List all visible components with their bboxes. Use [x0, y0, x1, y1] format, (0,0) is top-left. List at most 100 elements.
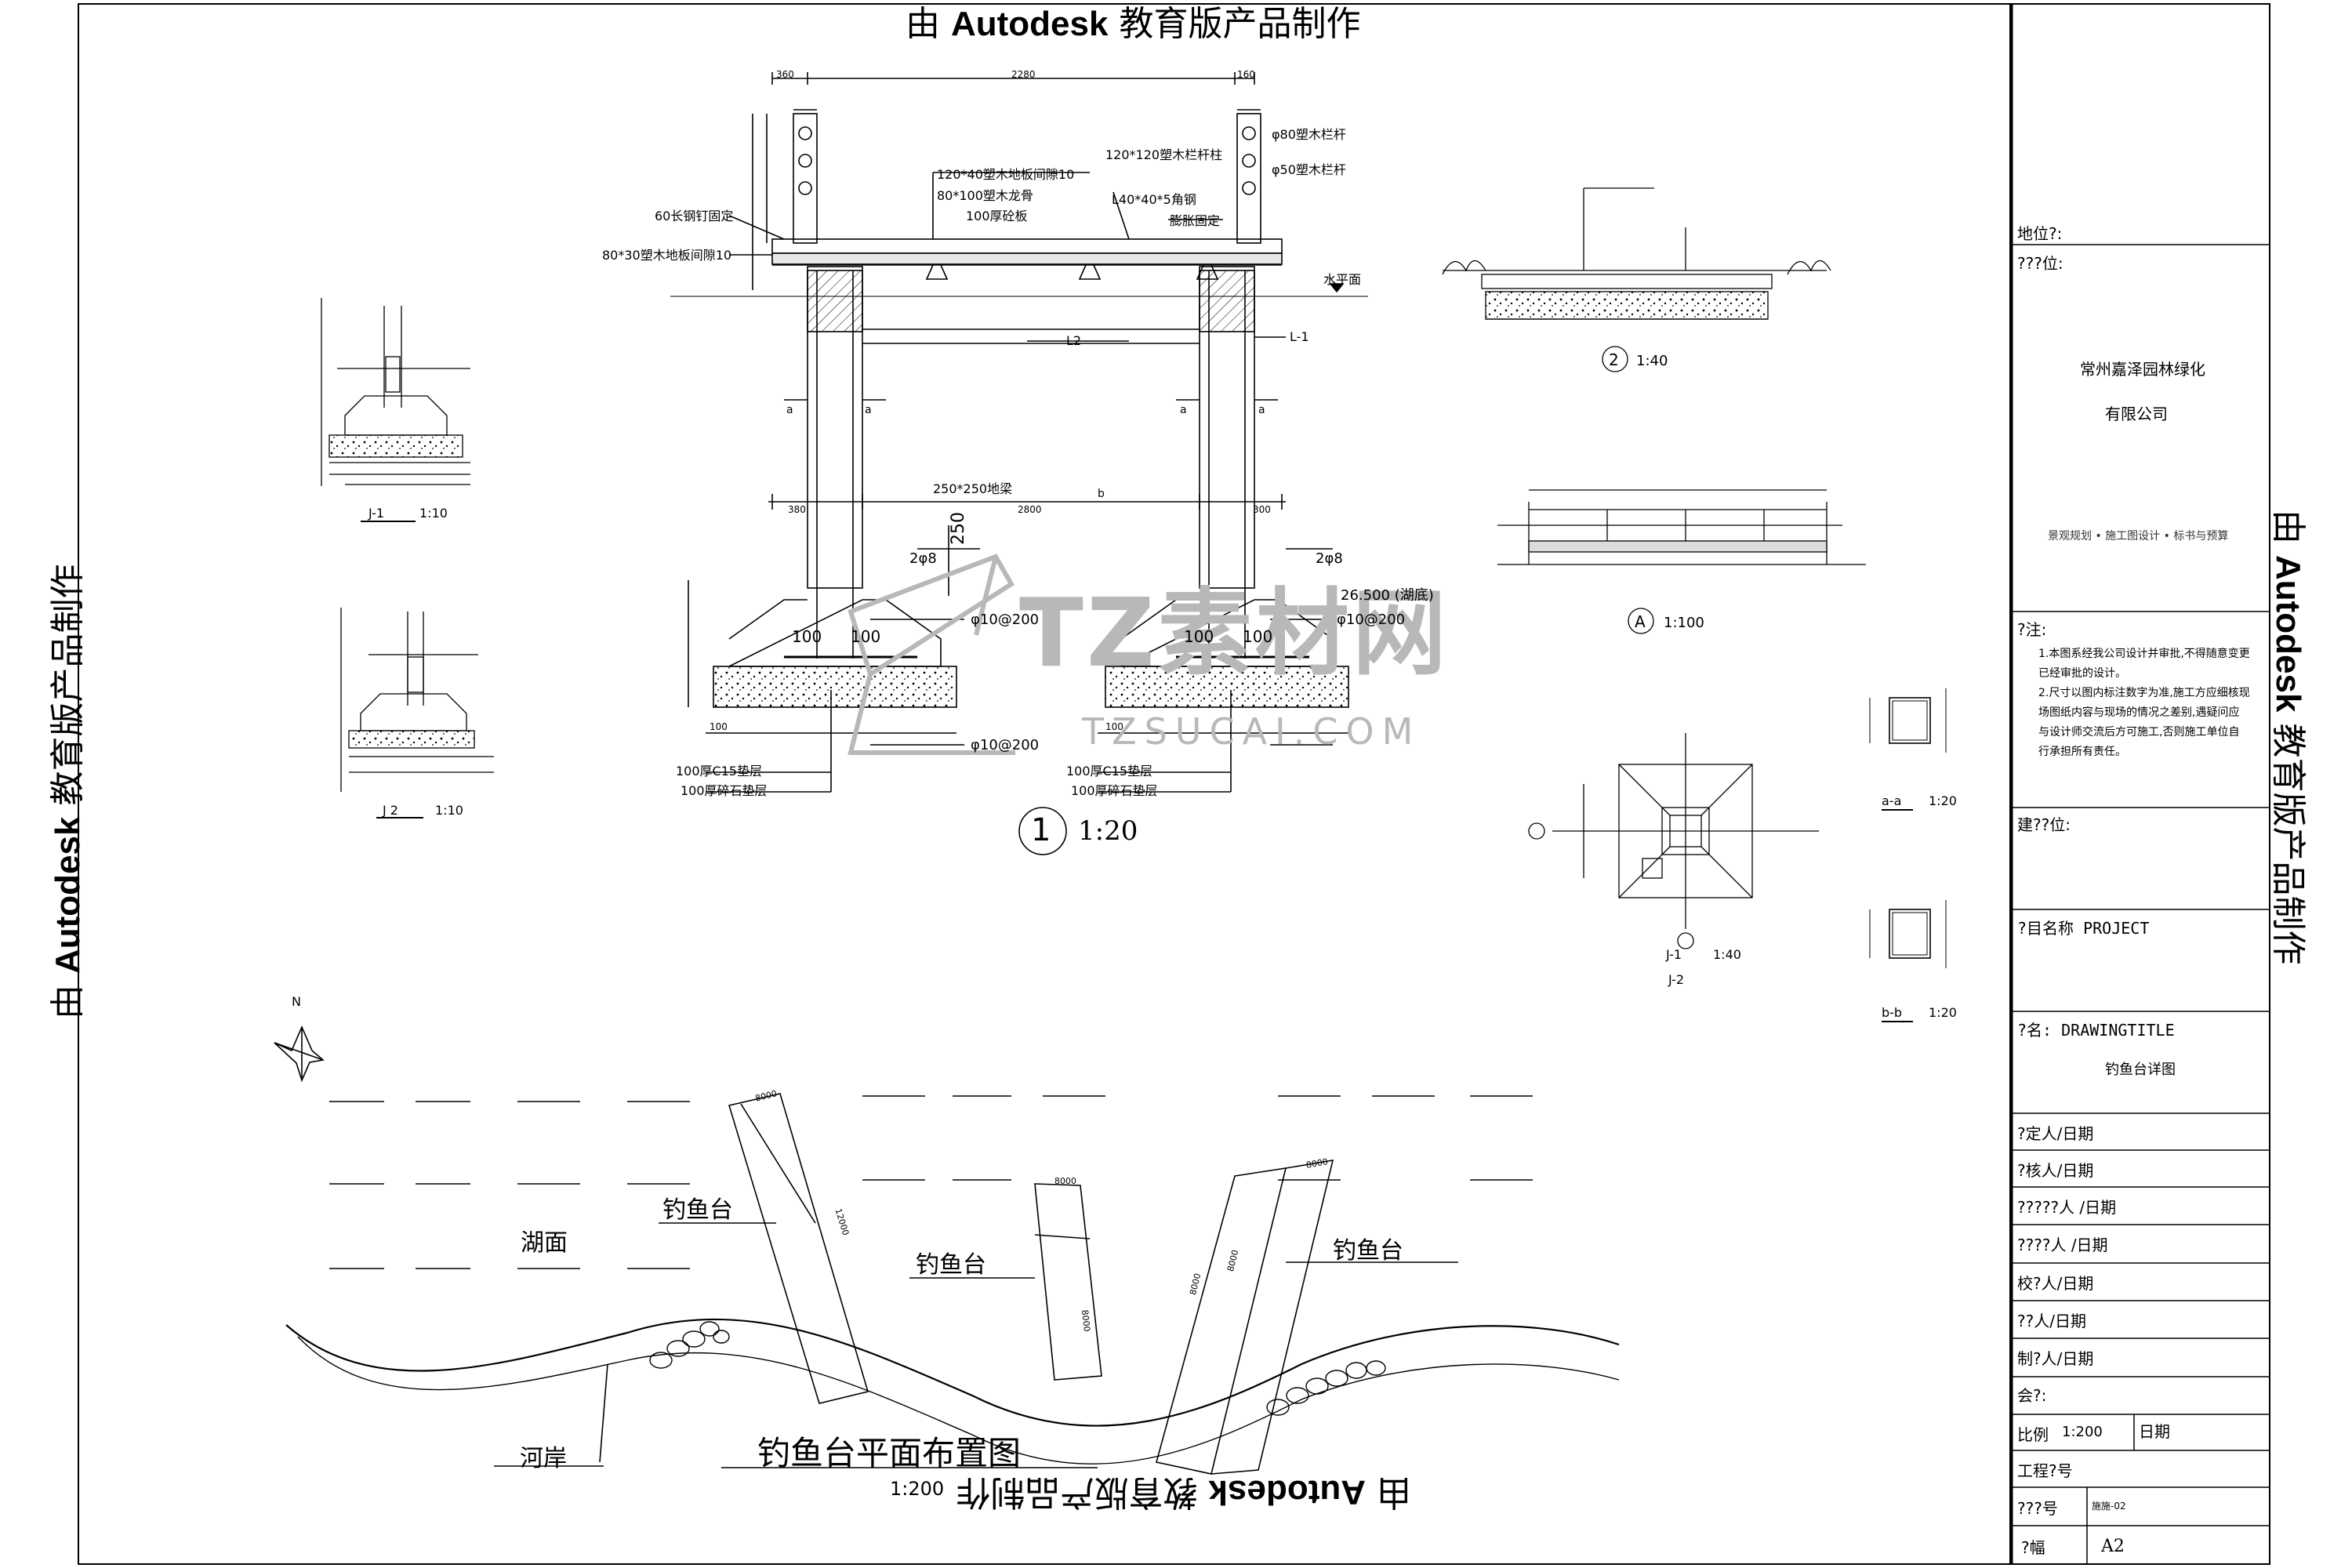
site-plan-drawing	[274, 1025, 1620, 1475]
deck-gap-label: 80*30塑木地板间隙10	[602, 248, 732, 263]
pole-80-label: φ80塑木栏杆	[1272, 127, 1346, 142]
drafter-row: 制?人/日期	[2017, 1349, 2094, 1368]
platform-label: 钓鱼台	[662, 1196, 733, 1224]
detail-bb-title: b-b	[1882, 1005, 1903, 1020]
drawing-no: 施施-02	[2092, 1501, 2126, 1512]
watermark-prefix: 由	[906, 4, 940, 44]
rock-icons	[649, 1321, 1386, 1416]
dim-250-label: 250	[949, 512, 968, 545]
angle-steel-label: L40*40*5角钢	[1112, 192, 1196, 207]
scale-value: 1:200	[2062, 1424, 2103, 1440]
detail-2-drawing	[1442, 187, 1831, 372]
drawing-name: 钓鱼台详图	[2105, 1062, 2176, 1078]
drawing-title-label: ?名: DRAWINGTITLE	[2017, 1021, 2175, 1040]
watermark-brand: Autodesk	[2269, 555, 2307, 713]
bar-label: 100	[792, 627, 822, 646]
dim-300-label: 300	[1253, 504, 1271, 515]
stirrup-label: φ10@200	[1337, 612, 1406, 628]
section-mark-b: b	[1098, 488, 1105, 500]
beam-l1-label: L-1	[1290, 329, 1309, 344]
beam-l2-label: L2	[1066, 333, 1082, 348]
detail-j1-drawing	[321, 298, 470, 522]
detail-a-drawing	[1497, 489, 1866, 634]
watermark-suffix: 教育版产品制作	[48, 564, 88, 806]
watermark-suffix: 教育版产品制作	[956, 1472, 1198, 1512]
watermark-bottom: 由 Autodesk 教育版产品制作	[956, 1471, 1411, 1521]
detail-a-number: A	[1635, 612, 1646, 631]
bar-label: 100	[1184, 627, 1214, 646]
rebar-right-label: 2φ8	[1316, 550, 1343, 567]
detail-j1-scale: 1:10	[419, 506, 448, 521]
company-name-line1: 常州嘉泽园林绿化	[2080, 360, 2205, 379]
checker-row: 校?人/日期	[2017, 1274, 2094, 1293]
detail-plan-title: J-1	[1666, 947, 1682, 962]
detail-plan-sub: J-2	[1668, 972, 1685, 987]
section-1-scale: 1:20	[1078, 815, 1138, 847]
detail-a-scale: 1:100	[1664, 615, 1704, 631]
watermark-prefix: 由	[1377, 1472, 1411, 1512]
drawing-no-label: ???号	[2017, 1499, 2058, 1518]
slab-label: 100厚砼板	[966, 209, 1028, 223]
detail-bb-scale: 1:20	[1929, 1005, 1957, 1020]
site-plan-title: 钓鱼台平面布置图	[757, 1434, 1022, 1472]
dim-label: 160	[1237, 69, 1255, 80]
client-label: 建??位:	[2017, 815, 2071, 834]
approver-row: ?定人/日期	[2017, 1124, 2094, 1143]
project-label: ?目名称 PROJECT	[2017, 919, 2150, 938]
platform-dim: 8000	[1080, 1309, 1092, 1333]
c15-left-label: 100厚C15垫层	[676, 764, 763, 779]
stamp-brand: TZ素材网	[1019, 579, 1450, 688]
elevation-label: 26.500 (湖底)	[1341, 587, 1434, 604]
unit-label: ???位:	[2017, 254, 2063, 273]
title-block-grid	[2013, 244, 2270, 1564]
watermark-suffix: 教育版产品制作	[2268, 723, 2308, 965]
bar-label: 100	[851, 627, 881, 646]
detail-j2-drawing	[340, 608, 494, 818]
pole-50-label: φ50塑木栏杆	[1272, 162, 1346, 177]
detail-j2-title: J 2	[383, 803, 398, 818]
section-mark-a: a	[1180, 404, 1187, 416]
bar-label: 100	[1243, 627, 1273, 646]
watermark-suffix: 教育版产品制作	[1119, 4, 1361, 44]
company-name-line2: 有限公司	[2105, 405, 2168, 423]
stone-right-label: 100厚碎石垫层	[1071, 783, 1158, 798]
section-mark-a: a	[1258, 404, 1265, 416]
stone-left-label: 100厚碎石垫层	[681, 783, 768, 798]
bank-label: 河岸	[520, 1445, 567, 1472]
site-plan-scale: 1:200	[890, 1478, 945, 1500]
section-mark-a: a	[865, 404, 872, 416]
detail-plan-scale: 1:40	[1713, 947, 1741, 962]
section-1-number: 1	[1031, 812, 1051, 848]
dim-380-label: 380	[788, 504, 806, 515]
site-label: 地位?:	[2017, 224, 2063, 243]
reviewer-row: ?核人/日期	[2017, 1161, 2094, 1180]
drawing-frame	[78, 3, 2270, 1565]
watermark-brand: Autodesk	[1208, 1473, 1366, 1512]
stamp-logo-icon	[848, 554, 1015, 755]
detail-aa-title: a-a	[1882, 793, 1902, 808]
notes-label: ?注:	[2017, 620, 2047, 639]
detail-j2-scale: 1:10	[435, 803, 463, 818]
size-label: ?幅	[2021, 1538, 2045, 1557]
watermark-top: 由 Autodesk 教育版产品制作	[906, 0, 1360, 45]
lake-lines	[329, 1095, 1533, 1269]
stirrup-label: φ10@200	[971, 612, 1040, 628]
platform-label: 钓鱼台	[916, 1251, 986, 1279]
company-services: 景观规划 • 施工图设计 • 标书与预算	[2048, 530, 2229, 543]
detail-aa-drawing	[1869, 688, 1947, 811]
lake-label: 湖面	[521, 1229, 568, 1257]
watermark-left: 由 Autodesk 教育版产品制作	[39, 564, 89, 1019]
scale-label: 比例	[2017, 1425, 2049, 1444]
deck-board-label: 120*40塑木地板间隙10	[937, 167, 1075, 182]
dim-100-label: 100	[710, 721, 728, 732]
detail-2-number: 2	[1609, 350, 1619, 369]
detail-aa-scale: 1:20	[1929, 793, 1957, 808]
detail-j1-title: J-1	[368, 506, 385, 521]
section-1-drawing	[670, 72, 1368, 855]
size-value: A2	[2101, 1537, 2125, 1556]
dim-label: 360	[776, 69, 794, 80]
watermark-prefix: 由	[2268, 510, 2308, 544]
detail-plan-drawing	[1528, 733, 1819, 949]
platform-dim: 8000	[1054, 1176, 1076, 1186]
